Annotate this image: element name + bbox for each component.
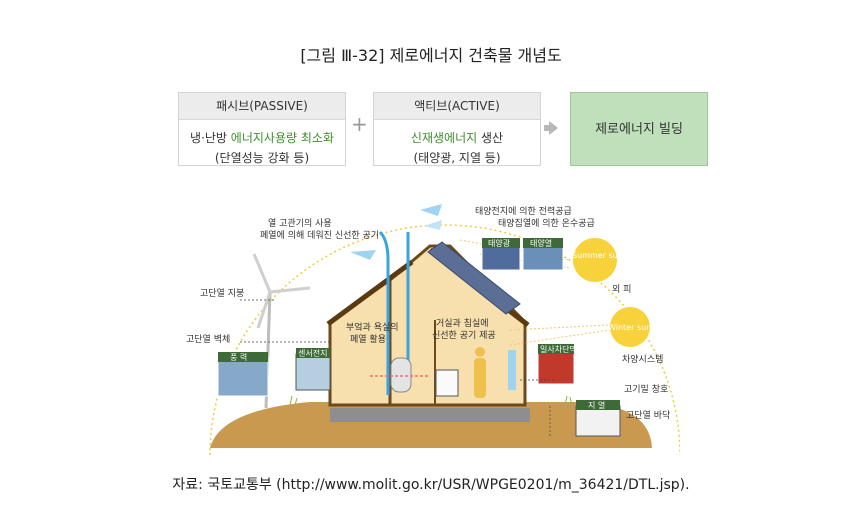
arrow-tail [544, 125, 550, 131]
air-arrow-icon [424, 220, 442, 230]
heat-exchanger-icon [390, 357, 412, 393]
label-kitchen-1: 부엌과 욕실의 [346, 321, 399, 333]
zero-energy-diagram: 열 고관기의 사용 폐열에 의해 데워진 신선한 공기 태양전지에 의한 전력공… [186, 204, 680, 456]
wind-turbine-blade [269, 286, 311, 294]
source-caption: 자료: 국토교통부 (http://www.molit.go.kr/USR/WP… [172, 477, 690, 493]
wind-turbine-blade [252, 253, 272, 293]
stove-icon [435, 369, 459, 397]
label-insulated-roof: 고단열 지붕 [200, 288, 244, 299]
winter-sun-icon [610, 307, 650, 347]
leader-lines [240, 299, 555, 438]
label-pv-panel: 태양광 [488, 238, 511, 248]
exhaust-pipe [378, 230, 390, 395]
label-shade: 일사차단막 [540, 344, 577, 354]
floor-slab [330, 408, 530, 422]
label-thermal-panel: 태양열 [530, 239, 552, 248]
label-fresh-air: 폐열에 의해 데워진 신선한 공기 [260, 229, 379, 241]
passive-head: 패시브(PASSIVE) [179, 93, 345, 120]
label-living-2: 신선한 공기 제공 [432, 330, 496, 341]
wind-turbine-blade [256, 291, 272, 329]
ground [210, 402, 652, 448]
active-line1-green: 신재생에너지 [410, 131, 478, 145]
summer-sun-icon [573, 238, 617, 282]
zero-energy-box: 제로에너지 빌딩 [570, 92, 708, 166]
label-battery: 센서전지 [298, 348, 327, 358]
battery-label-bg [296, 348, 330, 358]
roof-solar-panel [427, 241, 521, 315]
label-insulated-floor: 고단열 바닥 [626, 410, 670, 421]
zero-energy-label: 제로에너지 빌딩 [595, 122, 683, 137]
shade-image [537, 349, 575, 385]
active-head: 액티브(ACTIVE) [374, 93, 540, 120]
label-solar-hotwater: 태양집열에 의한 온수공급 [498, 217, 595, 229]
label-insulated-wall: 고단열 벽체 [186, 334, 230, 345]
person-head-icon [475, 347, 485, 357]
active-line2: (태양광, 지열 등) [413, 151, 501, 165]
label-airtight-window: 고기밀 창호 [624, 383, 668, 395]
label-summer-sun: Summer sun [572, 251, 623, 260]
label-kitchen-2: 폐열 활용 [350, 333, 386, 345]
label-heat-exchanger: 열 고관기의 사용 [268, 218, 332, 229]
battery-image [295, 353, 331, 391]
geo-label-bg [576, 400, 620, 410]
pv-label-bg [482, 238, 520, 248]
figure-title: [그림 Ⅲ-32] 제로에너지 건축물 개념도 [300, 46, 562, 65]
air-arrow-icon [420, 204, 442, 216]
arrow-right-icon [549, 121, 558, 135]
grass [289, 395, 573, 406]
window-icon [508, 350, 516, 390]
label-winter-sun: Winter sun [608, 323, 651, 332]
shade-label-bg [538, 344, 574, 354]
label-shading-system: 차양시스템 [622, 353, 663, 365]
geothermal-image [575, 405, 621, 437]
wind-farm-image [217, 357, 269, 397]
person-body-icon [474, 358, 486, 398]
thermal-label-bg [523, 238, 563, 248]
dome-outline [209, 224, 680, 456]
label-wind: 풍 력 [230, 352, 247, 362]
air-arrow-icon [350, 250, 376, 260]
label-geothermal: 지 열 [588, 401, 605, 410]
active-box: 액티브(ACTIVE) 신재생에너지 생산 (태양광, 지열 등) [373, 92, 541, 166]
label-envelope: 외 피 [612, 283, 631, 295]
passive-box: 패시브(PASSIVE) 냉·난방 에너지사용량 최소화 (단열성능 강화 등) [178, 92, 346, 166]
passive-line1: 냉·난방 에너지사용량 최소화 [179, 129, 345, 146]
active-line1: 신재생에너지 생산 [374, 129, 540, 146]
active-line1-plain: 생산 [477, 131, 504, 145]
wind-label-bg [218, 352, 268, 362]
passive-line1-green: 에너지사용량 최소화 [230, 131, 334, 145]
plus-sign: + [351, 112, 368, 136]
passive-line1-plain: 냉·난방 [190, 131, 231, 145]
label-pv-power: 태양전지에 의한 전력공급 [475, 205, 572, 217]
roof-left [326, 259, 414, 327]
passive-line2: (단열성능 강화 등) [214, 151, 310, 165]
label-living-1: 거실과 침실에 [436, 318, 489, 329]
